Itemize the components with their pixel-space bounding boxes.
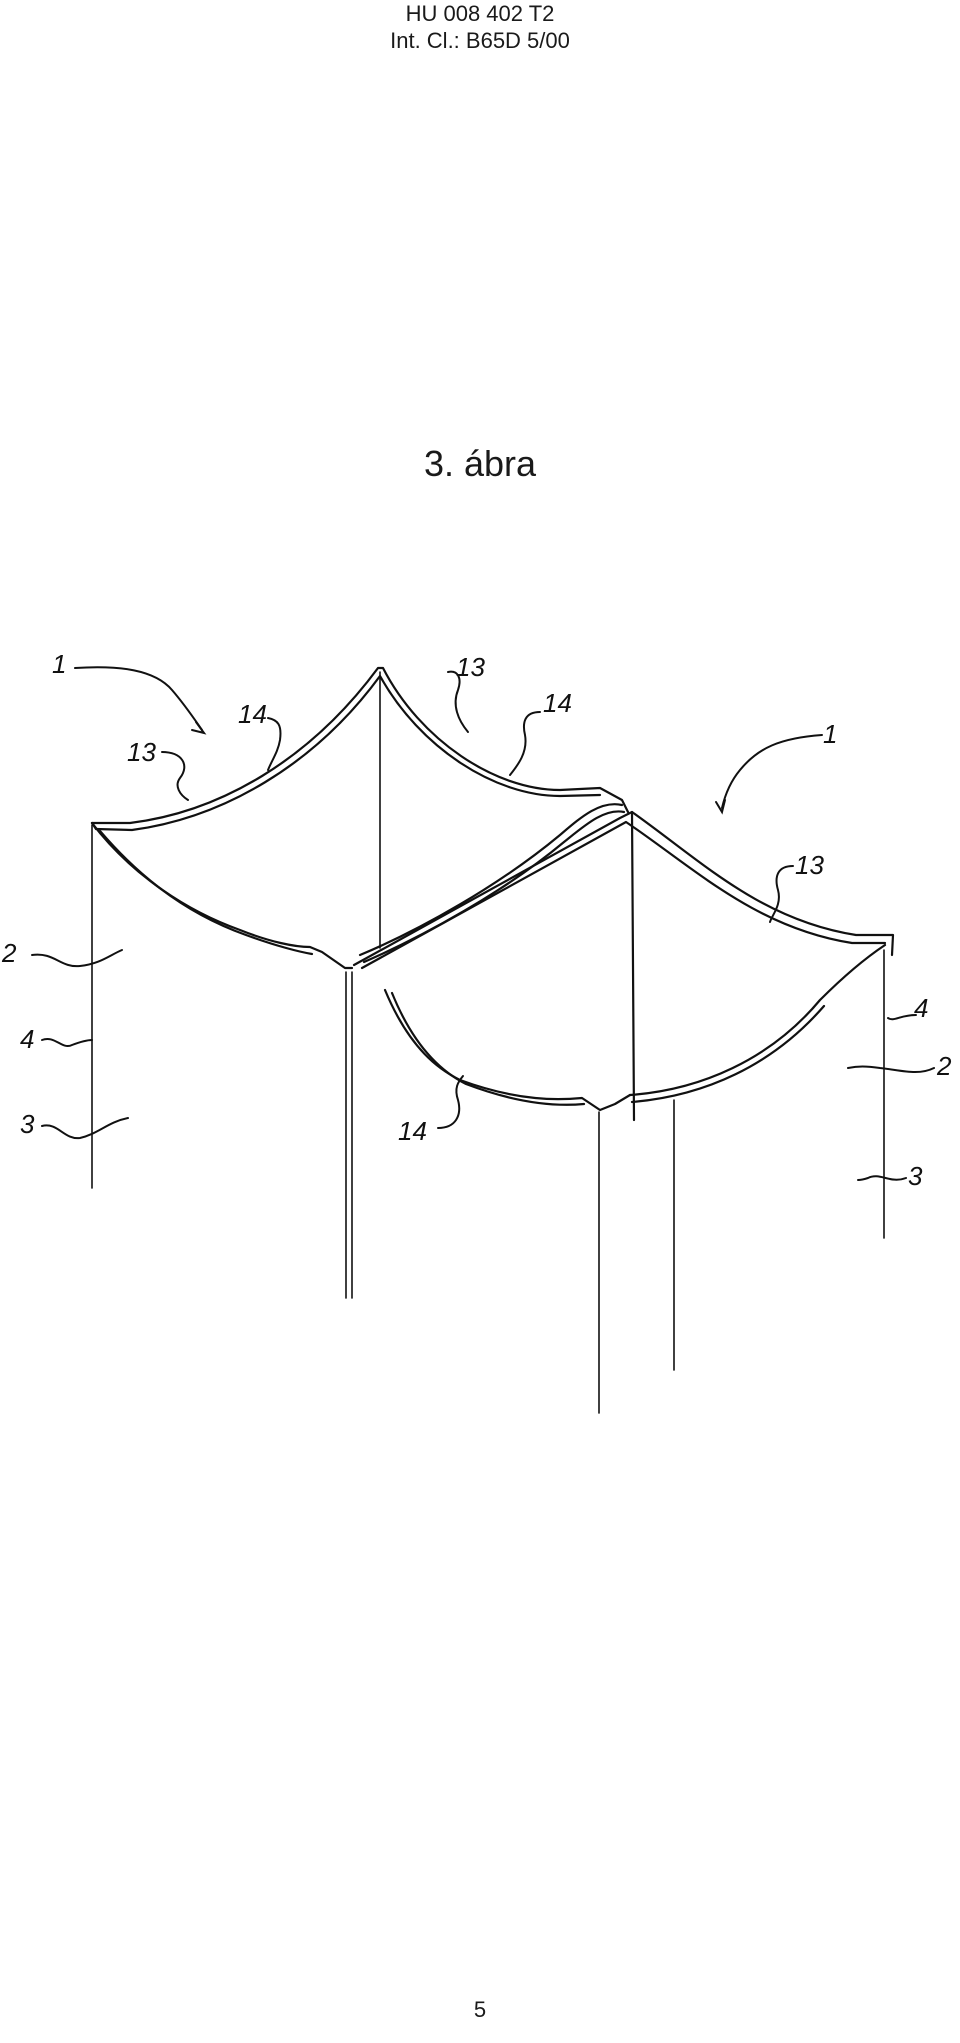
right-module — [351, 810, 895, 1414]
ref-3-left: 3 — [20, 1109, 35, 1139]
page-number: 5 — [473, 1997, 487, 2022]
ref-1-left: 1 — [52, 649, 66, 679]
ref-4-left: 4 — [20, 1024, 34, 1054]
document-number: HU 008 402 T2 — [405, 1, 555, 26]
left-module — [90, 666, 630, 1299]
reference-leaders — [31, 666, 935, 1181]
reference-numerals: 1 13 14 14 13 1 13 2 4 3 14 4 2 3 — [1, 649, 952, 1191]
ref-4-right: 4 — [914, 993, 928, 1023]
ref-13-top: 13 — [456, 652, 485, 682]
ref-1-right: 1 — [823, 719, 837, 749]
classification-code: Int. Cl.: B65D 5/00 — [390, 28, 570, 53]
ref-2-right: 2 — [936, 1051, 952, 1081]
ref-13-right: 13 — [795, 850, 824, 880]
document-header: HU 008 402 T2 Int. Cl.: B65D 5/00 — [0, 0, 960, 54]
ref-14-bottom: 14 — [398, 1116, 427, 1146]
ref-2-left: 2 — [1, 938, 17, 968]
ref-14-top-left: 14 — [238, 699, 267, 729]
ref-13-left: 13 — [127, 737, 156, 767]
ref-14-top-right: 14 — [543, 688, 572, 718]
ref-3-right: 3 — [908, 1161, 923, 1191]
figure-title: 3. ábra — [423, 443, 537, 484]
